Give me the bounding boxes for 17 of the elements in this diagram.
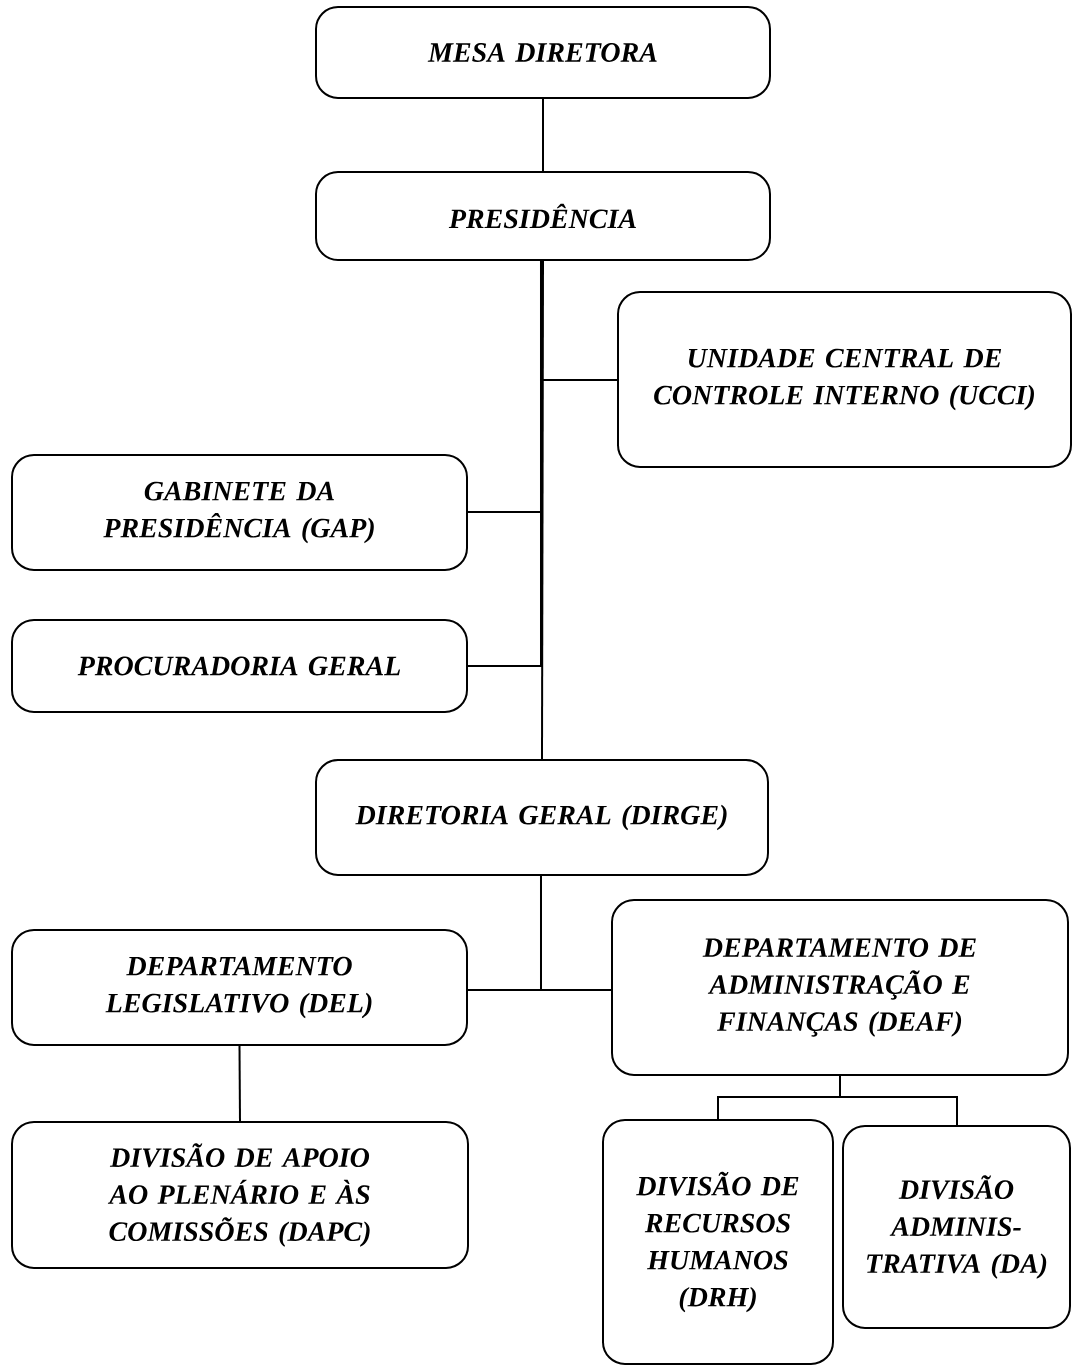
org-box: GABINETE DA PRESIDÊNCIA (GAP) [11,454,468,571]
org-box: PROCURADORIA GERAL [11,619,468,713]
connector-line [542,98,544,172]
org-box: DIVISÃO DE APOIO AO PLENÁRIO E ÀS COMISSÕES (DAPC) [11,1121,469,1269]
org-box: DIVISÃO ADMINIS- TRATIVA (DA) [842,1125,1071,1329]
connector-line [541,260,544,760]
connector-line [238,1045,241,1122]
org-box: MESA DIRETORA [315,6,771,99]
connector-line [467,260,542,667]
org-box: DEPARTAMENTO DE ADMINISTRAÇÃO E FINANÇAS (DEAF) [611,899,1069,1076]
org-box: UNIDADE CENTRAL DE CONTROLE INTERNO (UCCI) [617,291,1072,468]
org-box: DIRETORIA GERAL (DIRGE) [315,759,769,876]
connector-line [839,1075,958,1126]
org-box: DEPARTAMENTO LEGISLATIVO (DEL) [11,929,468,1046]
org-box: PRESIDÊNCIA [315,171,771,261]
org-box: DIVISÃO DE RECURSOS HUMANOS (DRH) [602,1119,834,1365]
connector-line [540,875,612,991]
